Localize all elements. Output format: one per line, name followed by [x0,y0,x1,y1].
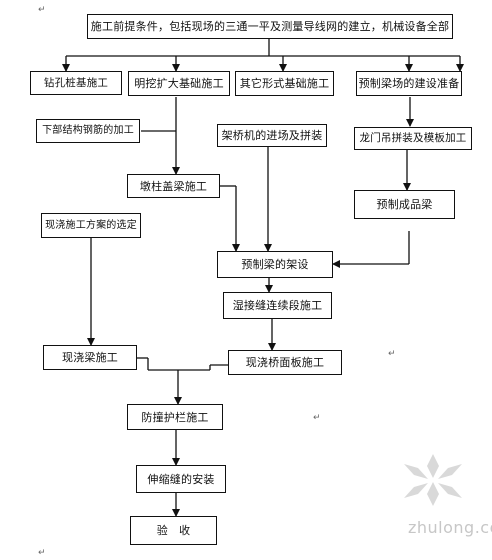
node-erection: 预制梁的架设 [217,251,333,278]
node-wet-joint: 湿接缝连续段施工 [223,292,332,319]
node-other-foundation: 其它形式基础施工 [235,71,334,96]
return-mark: ↵ [388,349,396,359]
watermark-text: zhulong.com [408,518,492,537]
node-substructure-rebar: 下部结构钢筋的加工 [36,119,140,143]
watermark-logo-icon [404,454,462,506]
return-mark: ↵ [38,548,46,558]
node-precast-beam: 预制成品梁 [354,190,455,219]
node-prerequisites: 施工前提条件，包括现场的三通一平及测量导线网的建立，机械设备全部 [87,14,453,39]
node-bored-pile: 钻孔桩基施工 [30,71,122,95]
return-mark: ↵ [38,5,46,15]
node-castinplace-beam: 现浇梁施工 [43,345,137,370]
node-pier-capbeam: 墩柱盖梁施工 [127,174,220,198]
node-acceptance: 验 收 [130,516,217,545]
node-deck-slab: 现浇桥面板施工 [228,350,342,375]
node-precast-yard: 预制梁场的建设准备 [356,71,462,96]
node-bridge-machine: 架桥机的进场及拼装 [217,124,327,147]
node-open-foundation: 明挖扩大基础施工 [128,71,230,96]
return-mark: ↵ [313,413,321,423]
node-expansion-joint: 伸缩缝的安装 [136,465,226,493]
node-castinplace-scheme: 现浇施工方案的选定 [41,213,141,238]
node-gantry-formwork: 龙门吊拼装及模板加工 [354,127,472,150]
node-guardrail: 防撞护栏施工 [127,404,223,430]
